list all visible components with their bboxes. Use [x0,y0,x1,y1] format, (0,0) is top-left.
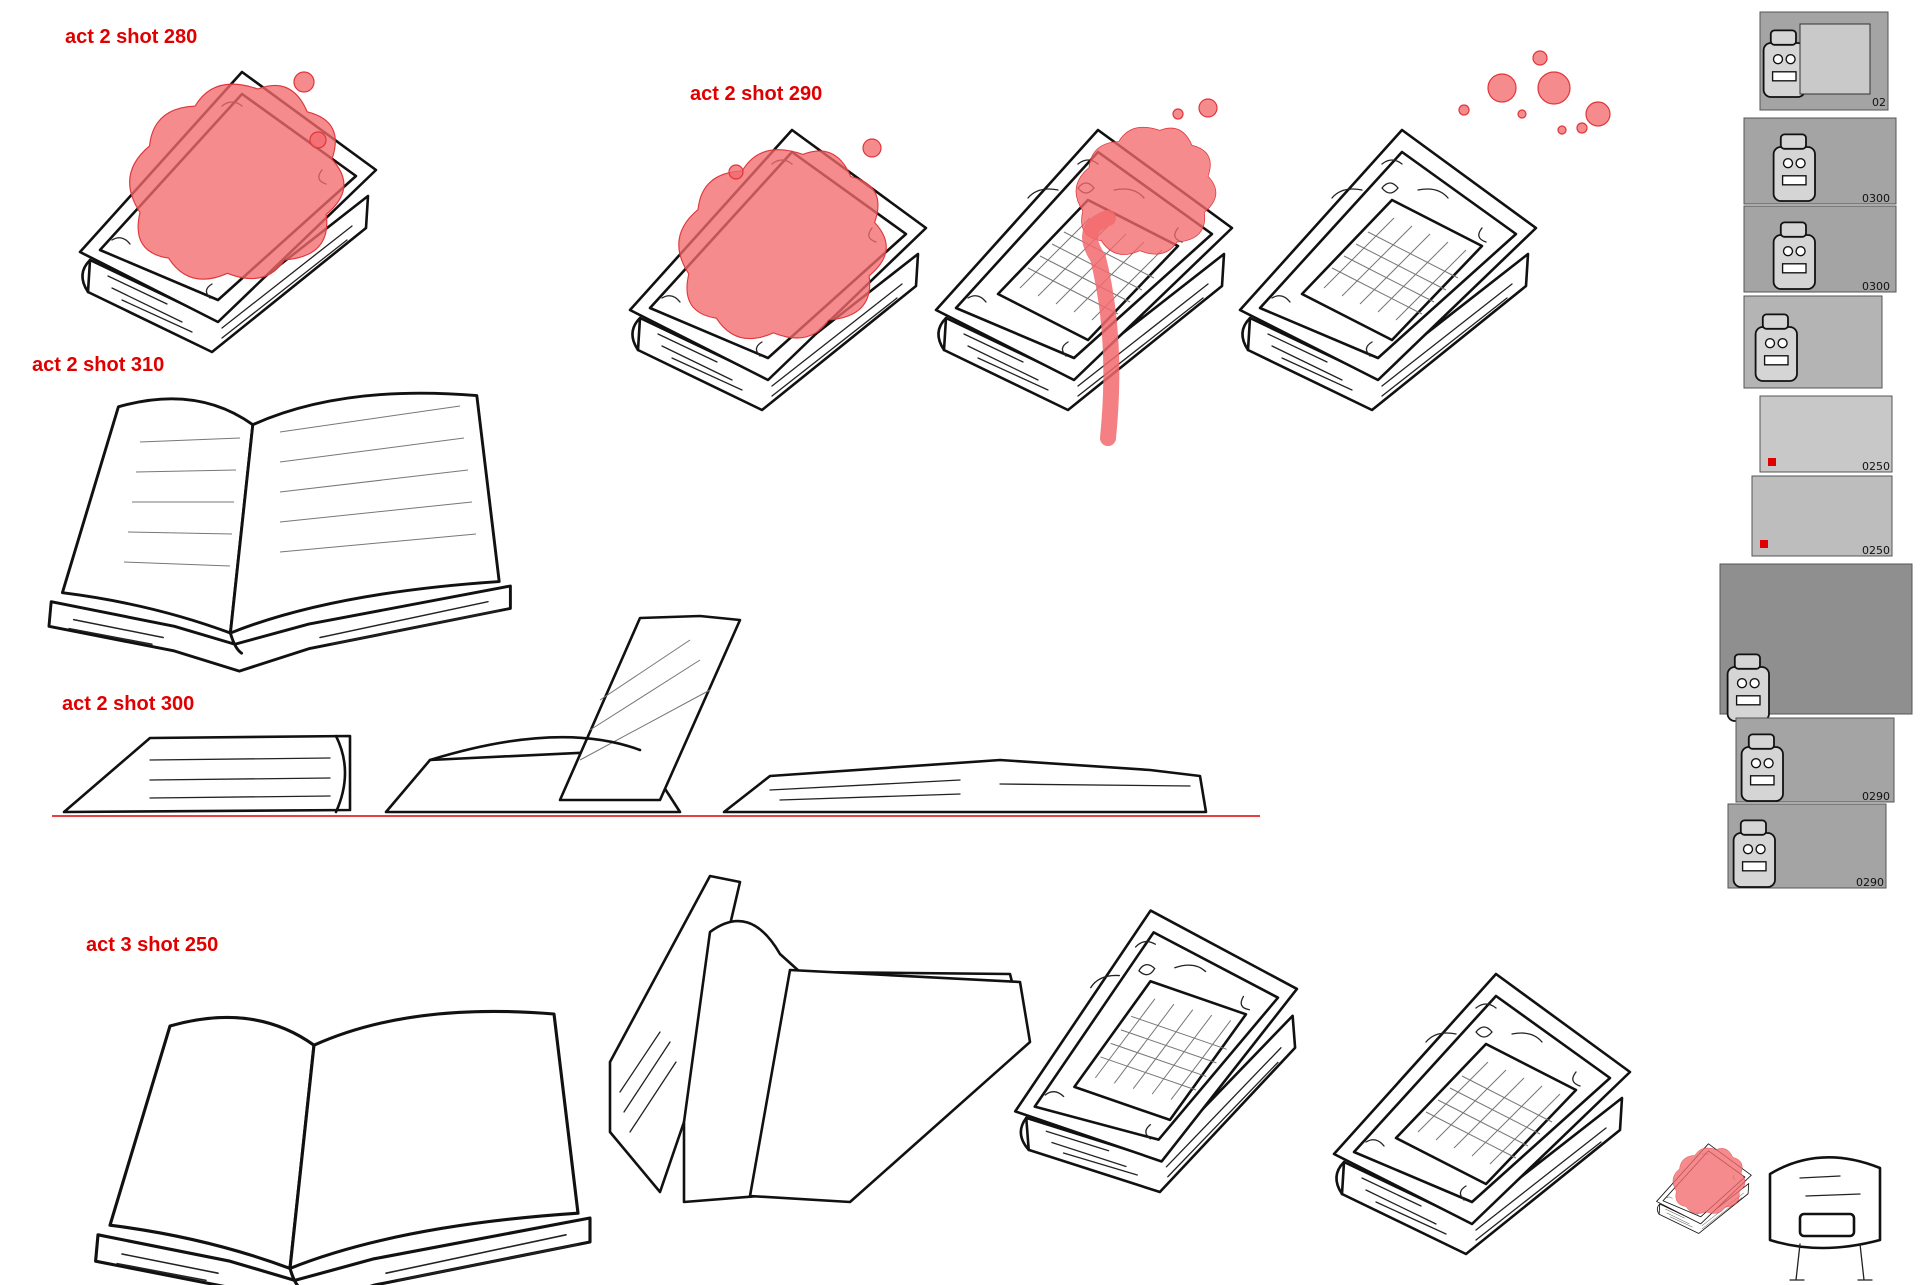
thumbnail-frame-number: 0250 [1862,460,1890,473]
book-shot280-spill [78,70,378,354]
thumbnail-frame-number: 0300 [1862,192,1890,205]
thumbnail-2: 0300 [1743,117,1897,205]
thumbnail-strip: 02 0300 0300 0250 0250 [1719,11,1913,889]
red-spill-blob [129,83,345,280]
label-act2-shot280: act 2 shot 280 [65,26,198,48]
thumbnail-1: 02 [1759,11,1889,111]
thumbnail-frame-number: 02 [1872,96,1886,109]
closed-book-icon [988,890,1324,1212]
red-spill-blob [1672,1147,1746,1214]
book-shot310-open [47,391,512,673]
thumbnail-5: 0250 [1759,395,1893,473]
book-shot250-opening [608,874,1032,1204]
thumbnail-8: 0290 [1735,717,1895,803]
book-shot290-frame1 [628,128,928,412]
book-shot290-frame2 [934,98,1234,446]
book-shot250-closing [988,890,1324,1212]
spill-drip-stream [1082,210,1120,446]
book-shot290-frame3 [1238,50,1611,412]
thumbnail-frame-number: 0250 [1862,544,1890,557]
thumbnail-7 [1719,563,1913,722]
thumbnail-frame-number: 0290 [1856,876,1884,889]
thumbnail-3: 0300 [1743,205,1897,293]
shot300-sequence [52,614,1260,817]
label-act2-shot310: act 2 shot 310 [32,354,165,376]
ref-spill-book-small [1656,1143,1752,1234]
label-act3-shot250: act 3 shot 250 [86,934,219,956]
spill-particles [1458,50,1611,135]
open-book-icon [94,1009,592,1285]
book-shot300-open-flat [722,758,1208,814]
book-shot300-pages-flipping [384,614,742,814]
thumbnail-frame-number: 0300 [1862,280,1890,293]
book-shot250-closed [1332,972,1632,1256]
book-shot250-open [94,1009,592,1285]
closed-book-icon [1332,972,1632,1256]
thumbnail-4 [1743,295,1883,389]
label-act2-shot290: act 2 shot 290 [690,83,823,105]
red-spill-blob [678,149,887,340]
thumbnail-9: 0290 [1727,803,1887,889]
open-book-icon [47,391,512,673]
thumbnail-6: 0250 [1751,475,1893,557]
thumbnail-frame-number: 0290 [1862,790,1890,803]
ref-robot-character [1768,1156,1882,1281]
book-shot300-spine [62,734,352,814]
label-act2-shot300: act 2 shot 300 [62,693,195,715]
closed-book-icon [1238,128,1538,412]
